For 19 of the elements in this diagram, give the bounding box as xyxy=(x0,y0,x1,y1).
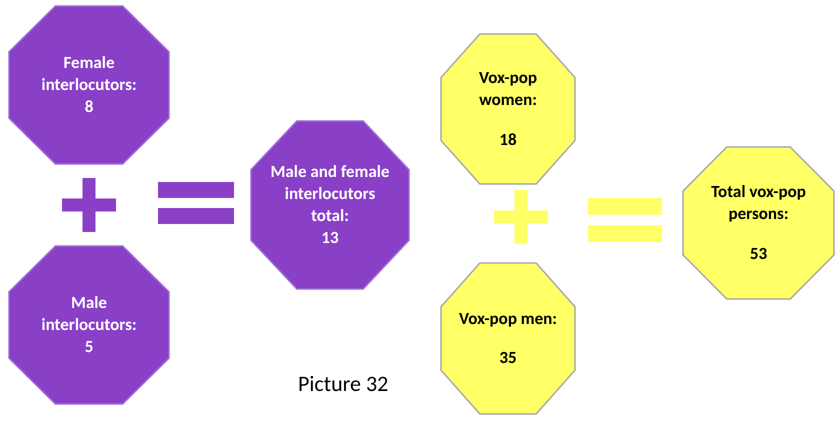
node-label: Female interlocutors: xyxy=(40,52,138,96)
octagon-node xyxy=(440,33,576,185)
node-value: 53 xyxy=(750,243,768,266)
node-label: Total vox-pop persons: xyxy=(710,180,807,226)
caption: Picture 32 xyxy=(298,370,388,397)
node-label: Vox-pop women: xyxy=(478,66,538,112)
node-value: 8 xyxy=(84,96,94,118)
octagon-node xyxy=(440,262,576,415)
octagon-node xyxy=(250,120,410,290)
node-label: Vox-pop men: xyxy=(459,308,557,330)
node-value: 13 xyxy=(321,227,339,250)
node-value: 18 xyxy=(499,129,517,152)
octagon-node xyxy=(8,5,170,165)
octagon-node xyxy=(8,245,170,405)
node-label: Male interlocutors: xyxy=(40,292,138,336)
octagon-node xyxy=(682,146,835,300)
node-label: Male and female interlocutors total: xyxy=(270,160,390,228)
node-value: 5 xyxy=(84,336,94,358)
node-value: 35 xyxy=(499,346,517,369)
